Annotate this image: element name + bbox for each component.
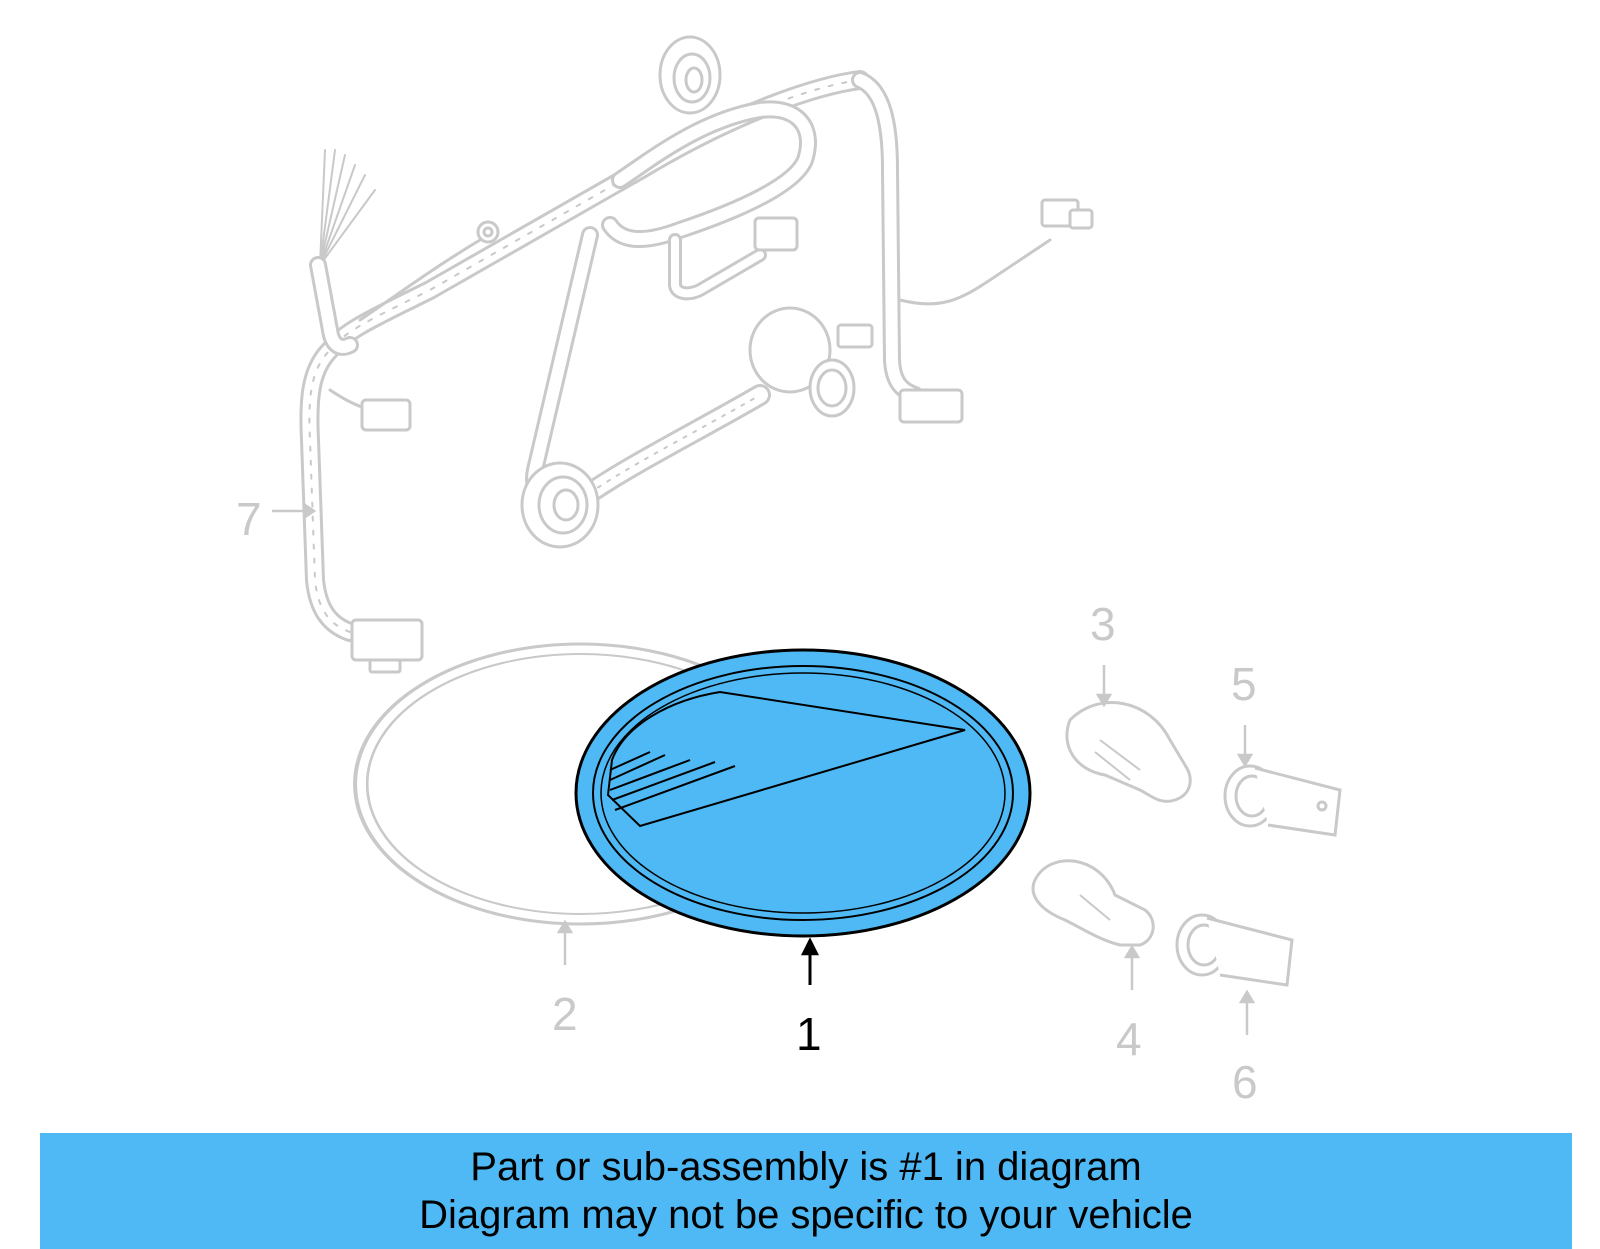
callout-arrows [272, 502, 1256, 1035]
callout-7: 7 [236, 493, 262, 545]
banner-line-part: Part or sub-assembly is #1 in diagram [470, 1145, 1142, 1189]
callout-4: 4 [1116, 1013, 1142, 1065]
socket-5 [1223, 764, 1342, 837]
callout-6: 6 [1232, 1056, 1258, 1108]
parts-diagram: 7 2 1 3 4 5 6 [236, 35, 1342, 1108]
bulb-4 [1031, 859, 1155, 947]
harness-connectors [350, 35, 1094, 674]
wire-harness [299, 70, 1052, 642]
info-banner: Part or sub-assembly is #1 in diagram Di… [40, 1133, 1572, 1249]
callout-3: 3 [1090, 598, 1116, 650]
lens [574, 648, 1032, 938]
callout-5: 5 [1231, 658, 1257, 710]
bulb-3 [1065, 701, 1192, 803]
callout-1: 1 [796, 1008, 822, 1060]
callout-2: 2 [552, 988, 578, 1040]
socket-6 [1175, 913, 1294, 987]
banner-line-disclaimer: Diagram may not be specific to your vehi… [419, 1193, 1193, 1237]
